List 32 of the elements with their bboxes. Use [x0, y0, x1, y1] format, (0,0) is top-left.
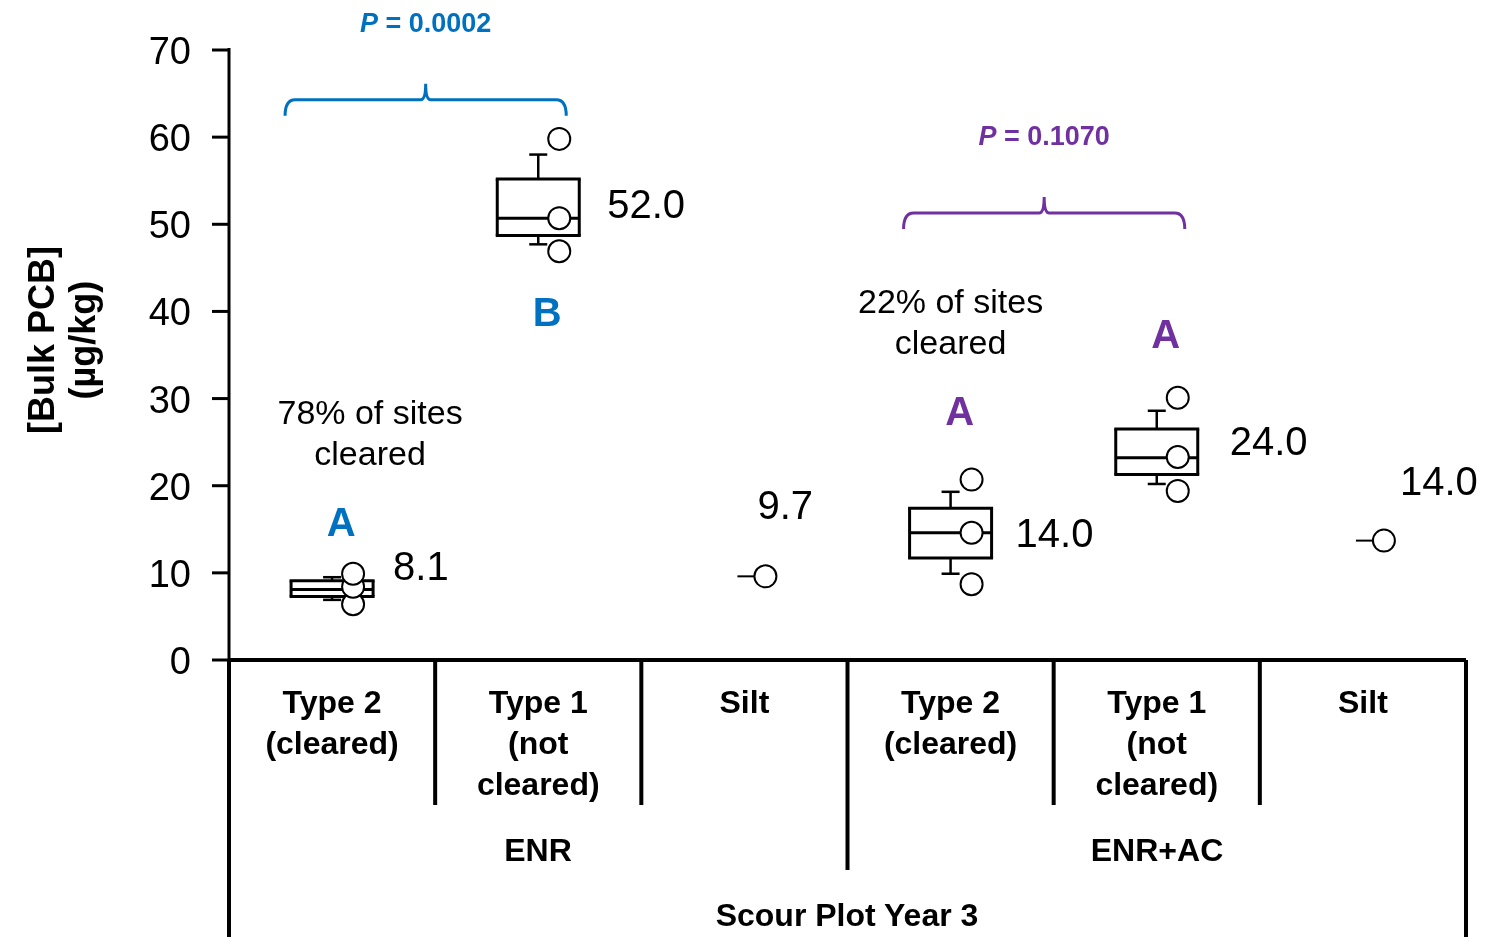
group-label: ENR+AC: [1090, 831, 1224, 869]
tick-label: 0: [169, 640, 191, 682]
annotation-note: 22% of sites cleared: [856, 281, 1045, 363]
tick-label: 30: [148, 378, 191, 421]
value-label: 8.1: [393, 544, 449, 588]
value-label: 14.0: [1015, 511, 1094, 555]
significance-letter: A: [945, 388, 975, 433]
significance-letter: A: [326, 499, 356, 544]
tick-label: 20: [148, 465, 191, 508]
value-label: 9.7: [757, 483, 814, 527]
category-label: Type 1 (not cleared): [475, 683, 601, 804]
value-label: 14.0: [1399, 459, 1478, 503]
tick-label: 10: [148, 552, 191, 595]
category-label: Type 2 (cleared): [882, 683, 1019, 763]
annotation-note: 78% of sites cleared: [276, 392, 464, 475]
p-value: P = 0.0002: [359, 7, 492, 39]
tick-label: 70: [148, 30, 191, 72]
group-label: ENR: [504, 831, 572, 869]
significance-letter: A: [1151, 312, 1181, 357]
p-value: P = 0.1070: [978, 120, 1110, 152]
tick-label: 60: [148, 117, 191, 160]
axis-title: [Bulk PCB] (µg/kg): [20, 245, 104, 436]
category-label: Type 2 (cleared): [264, 683, 400, 763]
category-label: Type 1 (not cleared): [1094, 683, 1220, 804]
category-label: Silt: [718, 683, 771, 722]
tick-label: 40: [148, 291, 191, 334]
significance-letter: B: [532, 290, 562, 335]
group-label: Scour Plot Year 3: [715, 896, 979, 934]
category-label: Silt: [1337, 683, 1389, 722]
value-label: 52.0: [607, 182, 686, 226]
value-label: 24.0: [1229, 419, 1308, 463]
tick-label: 50: [148, 204, 191, 247]
